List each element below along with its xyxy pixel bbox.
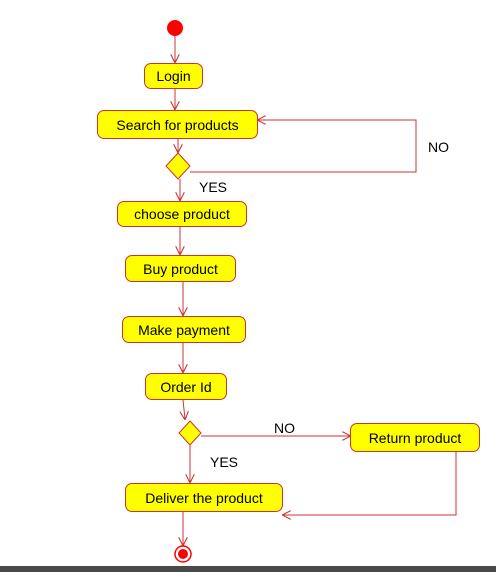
label-yes-deliver: YES (210, 454, 239, 470)
end-node-inner (178, 549, 188, 559)
decision-diamond-2 (178, 420, 202, 446)
node-deliver-product: Deliver the product (125, 483, 283, 512)
node-choose-product: choose product (117, 201, 247, 227)
end-node (174, 545, 192, 563)
node-buy-product: Buy product (125, 255, 236, 282)
node-search-products: Search for products (97, 110, 258, 139)
edge-order-decision2 (183, 399, 185, 419)
node-order-id: Order Id (145, 373, 227, 400)
node-return-product: Return product (350, 423, 480, 452)
edge-decision1-no-loop (190, 120, 417, 173)
label-no-return: NO (274, 420, 295, 436)
node-make-payment: Make payment (122, 316, 246, 343)
decision-diamond-1 (165, 152, 191, 180)
start-node (167, 20, 183, 36)
label-no-loop: NO (428, 139, 449, 155)
bottom-edge-bar (0, 566, 496, 572)
edge-return-deliver (283, 452, 457, 515)
label-yes-choose: YES (199, 179, 228, 195)
node-login: Login (144, 63, 203, 89)
